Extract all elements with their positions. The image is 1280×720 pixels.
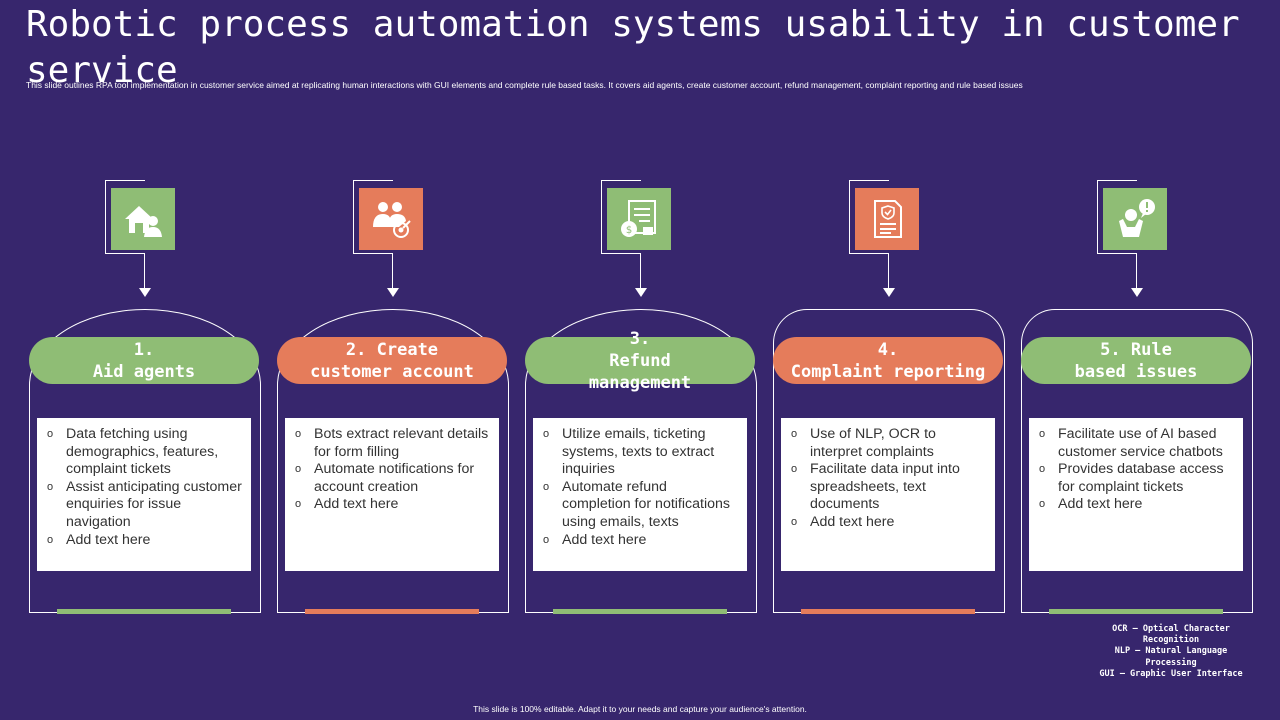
- slide-title: Robotic process automation systems usabi…: [26, 4, 1240, 91]
- icon-bracket: [601, 180, 641, 254]
- bullet-item: Automate notifications for account creat…: [295, 461, 491, 496]
- bullet-item: Add text here: [1039, 496, 1235, 514]
- arrow-down-icon: [635, 288, 647, 297]
- bullet-item: Add text here: [543, 532, 739, 550]
- arrow-down-icon: [1131, 288, 1143, 297]
- refund-document-icon: $: [607, 188, 671, 250]
- connector-line: [392, 254, 393, 290]
- bullet-card: Facilitate use of AI based customer serv…: [1029, 418, 1243, 571]
- column-heading: 2. Create customer account: [277, 337, 507, 384]
- column-heading: 4. Complaint reporting: [773, 337, 1003, 384]
- column-heading: 3. Refund management: [525, 329, 755, 393]
- connector-line: [888, 254, 889, 290]
- column-complaint-reporting: 4. Complaint reporting Use of NLP, OCR t…: [773, 180, 1005, 616]
- bullet-item: Facilitate use of AI based customer serv…: [1039, 426, 1235, 461]
- bullet-item: Utilize emails, ticketing systems, texts…: [543, 426, 739, 479]
- accent-bar: [305, 609, 479, 614]
- column-heading: 5. Rule based issues: [1021, 337, 1251, 384]
- bullet-item: Bots extract relevant details for form f…: [295, 426, 491, 461]
- bullet-item: Facilitate data input into spreadsheets,…: [791, 461, 987, 514]
- arrow-down-icon: [387, 288, 399, 297]
- accent-bar: [1049, 609, 1223, 614]
- glossary: OCR – Optical Character Recognition NLP …: [1096, 624, 1246, 680]
- icon-bracket: [849, 180, 889, 254]
- slide-footer: This slide is 100% editable. Adapt it to…: [473, 704, 807, 714]
- connector-line: [640, 254, 641, 290]
- glossary-item: GUI – Graphic User Interface: [1099, 668, 1243, 679]
- accent-bar: [553, 609, 727, 614]
- bullet-item: Use of NLP, OCR to interpret complaints: [791, 426, 987, 461]
- glossary-item: NLP – Natural Language Processing: [1114, 646, 1228, 668]
- column-aid-agents: 1. Aid agents Data fetching using demogr…: [29, 180, 261, 616]
- house-agent-icon: [111, 188, 175, 250]
- person-alert-icon: [1103, 188, 1167, 250]
- accent-bar: [57, 609, 231, 614]
- connector-line: [1136, 254, 1137, 290]
- accent-bar: [801, 609, 975, 614]
- glossary-item: OCR – Optical Character Recognition: [1112, 624, 1230, 646]
- users-target-icon: [359, 188, 423, 250]
- slide-subtitle: This slide outlines RPA tool implementat…: [26, 80, 1023, 90]
- bullet-card: Utilize emails, ticketing systems, texts…: [533, 418, 747, 571]
- connector-line: [144, 254, 145, 290]
- bullet-item: Add text here: [295, 496, 491, 514]
- bullet-item: Provides database access for complaint t…: [1039, 461, 1235, 496]
- bullet-item: Add text here: [47, 532, 243, 550]
- column-heading: 1. Aid agents: [29, 337, 259, 384]
- bullet-item: Assist anticipating customer enquiries f…: [47, 479, 243, 532]
- column-create-customer-account: 2. Create customer account Bots extract …: [277, 180, 509, 616]
- bullet-card: Use of NLP, OCR to interpret complaints …: [781, 418, 995, 571]
- column-refund-management: $ 3. Refund management Utilize emails, t…: [525, 180, 757, 616]
- arrow-down-icon: [883, 288, 895, 297]
- bullet-item: Data fetching using demographics, featur…: [47, 426, 243, 479]
- bullet-card: Bots extract relevant details for form f…: [285, 418, 499, 571]
- bullet-item: Add text here: [791, 514, 987, 532]
- column-rule-based-issues: 5. Rule based issues Facilitate use of A…: [1021, 180, 1253, 616]
- arrow-down-icon: [139, 288, 151, 297]
- certificate-document-icon: [855, 188, 919, 250]
- icon-bracket: [1097, 180, 1137, 254]
- icon-bracket: [105, 180, 145, 254]
- svg-text:$: $: [626, 225, 632, 236]
- icon-bracket: [353, 180, 393, 254]
- bullet-card: Data fetching using demographics, featur…: [37, 418, 251, 571]
- bullet-item: Automate refund completion for notificat…: [543, 479, 739, 532]
